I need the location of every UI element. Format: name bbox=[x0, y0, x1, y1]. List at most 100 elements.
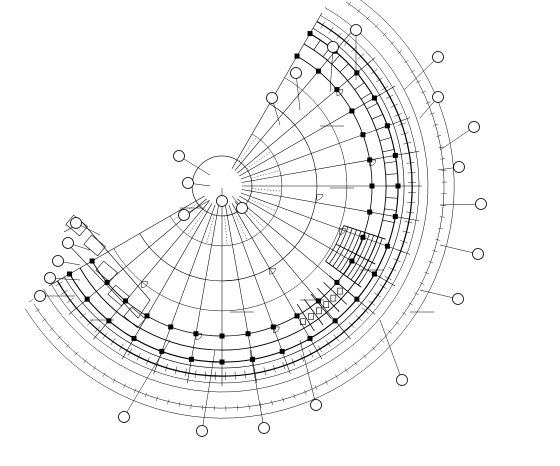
radial-grid-line-4 bbox=[239, 85, 396, 177]
secondary-ray bbox=[249, 198, 277, 212]
secondary-ray bbox=[250, 170, 281, 179]
column-marker bbox=[250, 356, 256, 362]
office-partition bbox=[384, 208, 397, 211]
dimension-tick bbox=[354, 361, 358, 366]
facade-tick bbox=[282, 361, 286, 370]
dimension-tick bbox=[49, 327, 54, 331]
facade-tick bbox=[407, 201, 416, 204]
wc-partition bbox=[328, 275, 355, 297]
radial-grid-line-20 bbox=[93, 201, 210, 340]
door-swing bbox=[195, 333, 203, 340]
door-swing bbox=[336, 89, 344, 96]
axis-tag-bubble bbox=[62, 237, 74, 249]
column-marker bbox=[144, 313, 150, 319]
facade-tick bbox=[376, 77, 383, 83]
dimension-tick bbox=[432, 250, 438, 252]
dimension-tick bbox=[425, 101, 431, 104]
wc-partition bbox=[303, 299, 324, 326]
dimension-tick bbox=[92, 366, 96, 371]
dimension-tick bbox=[404, 60, 409, 64]
dimension-lines bbox=[25, 0, 455, 419]
axis-tag-bubble bbox=[452, 293, 464, 305]
axis-tag-25 bbox=[34, 290, 75, 302]
arc-wall-4 bbox=[139, 103, 318, 282]
facade-tick bbox=[336, 32, 342, 40]
dimension-tick bbox=[419, 282, 425, 285]
facade-tick bbox=[403, 142, 412, 145]
dimension-tick bbox=[35, 308, 40, 312]
office-partition bbox=[385, 197, 398, 199]
facade-tick bbox=[127, 348, 133, 356]
secondary-ray bbox=[234, 213, 248, 241]
facade-tick bbox=[94, 326, 101, 333]
dimension-tick bbox=[416, 80, 421, 83]
dimension-tick bbox=[260, 402, 262, 408]
facade-tick bbox=[309, 350, 314, 358]
arc-wall-8 bbox=[69, 33, 399, 363]
facade-tick bbox=[102, 332, 108, 340]
annotation-texts bbox=[90, 125, 434, 321]
facade-tick bbox=[325, 340, 331, 347]
facade-tick bbox=[263, 367, 266, 376]
facade-tick bbox=[404, 221, 413, 224]
office-partition bbox=[313, 39, 321, 51]
door-swing bbox=[339, 228, 346, 236]
wc-fixture bbox=[308, 313, 314, 320]
dimension-tick bbox=[436, 135, 442, 137]
facade-tick bbox=[379, 284, 387, 289]
facade-tick bbox=[79, 312, 87, 319]
facade-tick bbox=[174, 366, 178, 375]
dimension-tick bbox=[29, 299, 34, 303]
dimension-tick bbox=[429, 112, 435, 115]
dimension-tick bbox=[133, 388, 137, 394]
facade-tick bbox=[244, 370, 246, 379]
column-marker bbox=[315, 68, 321, 74]
arc-wall-3 bbox=[169, 133, 283, 247]
door-swing bbox=[369, 159, 376, 167]
facade-tick bbox=[362, 307, 369, 314]
dimension-tick bbox=[428, 261, 434, 264]
axis-tag-20 bbox=[178, 199, 211, 221]
arc-wall-6 bbox=[91, 55, 373, 337]
axis-tag-bubble bbox=[178, 209, 190, 221]
wc-fixture bbox=[316, 307, 322, 315]
facade-tick bbox=[234, 371, 236, 380]
facade-tick bbox=[204, 371, 207, 380]
dimension-tick bbox=[357, 8, 361, 13]
column-marker bbox=[245, 331, 251, 337]
dimension-tick bbox=[156, 396, 158, 402]
arc-wall-9 bbox=[64, 28, 405, 369]
axis-tag-19 bbox=[182, 177, 211, 189]
dimension-tick bbox=[382, 32, 387, 37]
office-partition bbox=[382, 219, 395, 223]
side-step-4 bbox=[107, 284, 130, 307]
office-partition bbox=[384, 161, 397, 164]
radial-grid-line-10 bbox=[239, 195, 396, 287]
axis-tag-24 bbox=[44, 272, 81, 284]
axis-tag-2 bbox=[327, 41, 339, 93]
facade-tick bbox=[407, 172, 416, 174]
dimension-tick bbox=[408, 302, 413, 306]
door-swing bbox=[141, 281, 148, 289]
dimension-tick bbox=[112, 378, 116, 383]
radial-grid-line-14 bbox=[228, 204, 291, 375]
facade-tick bbox=[400, 132, 409, 135]
dimension-tick bbox=[344, 368, 348, 373]
facade-tick bbox=[165, 363, 168, 372]
column-marker bbox=[279, 348, 285, 354]
dimension-tick bbox=[371, 346, 376, 351]
dimension-tick bbox=[293, 393, 296, 399]
dimension-tick bbox=[248, 404, 250, 410]
axis-tag-bubble bbox=[396, 374, 408, 386]
axis-tag-3 bbox=[290, 67, 302, 111]
radial-grid-line-6 bbox=[241, 150, 420, 183]
facade-tick bbox=[343, 39, 350, 46]
dimension-tick bbox=[410, 69, 415, 73]
axis-tag-9 bbox=[439, 198, 487, 210]
axis-tag-leader bbox=[299, 339, 317, 406]
axis-tag-leader bbox=[201, 349, 216, 432]
axis-tag-21 bbox=[70, 217, 101, 236]
dimension-tick bbox=[433, 123, 439, 126]
side-step-5 bbox=[123, 306, 146, 329]
arc-walls bbox=[43, 7, 429, 393]
